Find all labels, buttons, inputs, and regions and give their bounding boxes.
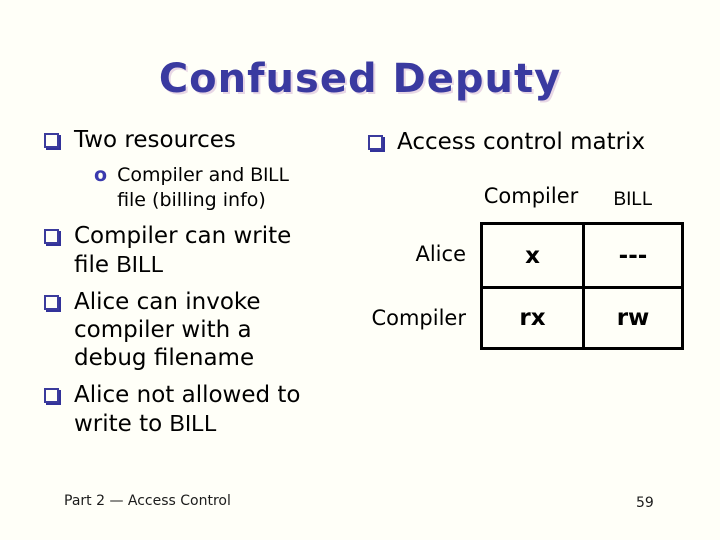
list-item: Alice not allowed to write to BILL [44,381,362,438]
text-line: debug filename [74,344,261,372]
matrix-cell-alice-compiler: x [480,222,582,286]
section-heading: Access control matrix [368,128,708,156]
text-line: Alice can invoke [74,288,261,316]
text-segment: write to [74,411,170,437]
text-segment: Alice can invoke [74,289,261,315]
text-segment: debug filename [74,345,255,371]
list-item: Two resources [44,126,362,154]
list-item-text: Compiler can write file BILL [74,222,291,279]
text-segment: file [74,252,117,278]
text-segment: BILL [116,251,164,277]
matrix-col-header-compiler: Compiler [483,184,579,208]
square-bullet-icon [44,295,59,310]
text-segment: Alice not allowed to [74,382,301,408]
square-bullet-icon [44,229,59,244]
text-line: write to BILL [74,409,301,438]
list-item-text: Alice can invoke compiler with a debug f… [74,288,261,372]
text-segment: compiler with a [74,317,252,343]
footer-text: Part 2 — Access Control [64,493,231,509]
right-column: Access control matrix [368,128,708,156]
square-bullet-icon [368,135,383,150]
matrix-cell-alice-bill: --- [582,222,684,286]
text-segment: Compiler can write [74,223,292,249]
matrix-corner [372,184,480,222]
square-bullet-icon [44,133,59,148]
matrix-row-label-alice: Alice [415,242,466,266]
list-item-text: Two resources [74,126,236,154]
text-line: Compiler can write [74,222,291,250]
text-line: compiler with a [74,316,261,344]
matrix-cell-compiler-bill: rw [582,286,684,350]
matrix-col-header-bill: BILL [613,189,653,210]
text-line: Compiler and BILL [117,163,289,188]
text-segment: file (billing info) [117,189,266,211]
text-segment: BILL [169,410,217,436]
page-number: 59 [636,495,654,511]
matrix-cell-compiler-compiler: rx [480,286,582,350]
text-line: Alice not allowed to [74,381,301,409]
section-heading-text: Access control matrix [397,129,646,155]
bullet-list: Two resources o Compiler and BILL file (… [44,126,362,447]
list-item-text: Compiler and BILL file (billing info) [117,163,289,212]
text-line: file (billing info) [117,188,289,212]
text-line: Two resources [74,126,236,154]
list-subitem: o Compiler and BILL file (billing info) [94,163,362,212]
access-control-matrix: Compiler BILL Alice x --- Compiler rx rw [371,184,684,350]
list-item: Alice can invoke compiler with a debug f… [44,288,362,372]
text-line: file BILL [74,250,291,279]
text-segment: Two resources [74,127,236,153]
square-bullet-icon [44,388,59,403]
list-item-text: Alice not allowed to write to BILL [74,381,301,438]
slide-title: Confused Deputy [158,56,562,102]
text-segment: BILL [250,165,290,186]
circle-bullet-icon: o [94,164,108,186]
text-segment: Compiler and [117,164,251,186]
matrix-row-label-compiler: Compiler [371,306,466,330]
list-item: Compiler can write file BILL [44,222,362,279]
